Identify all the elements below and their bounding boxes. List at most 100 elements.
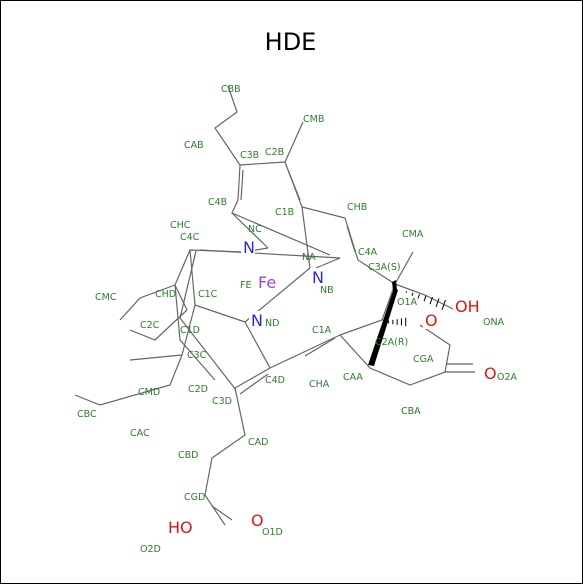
bond-path-9: [174, 284, 188, 311]
atom-label-c2b: C2B: [265, 147, 284, 158]
atom-bg-O2A: [482, 364, 496, 382]
bond-path-4: [394, 251, 414, 285]
bond-path-21: [174, 284, 216, 381]
bond-path-12: [129, 354, 183, 361]
wedge-bond-c2a-caa: [368, 288, 398, 366]
double-bond-line-6: [211, 505, 233, 521]
atom-label-cgd: CGD: [184, 492, 205, 503]
bond-path-22: [231, 212, 331, 256]
atom-label-c2c: C2C: [140, 320, 160, 331]
atom-label-o1d: O1D: [262, 527, 283, 538]
atom-label-nc: NC: [248, 224, 262, 235]
atom-bg-O1A: [453, 297, 478, 315]
bond-path-15: [204, 367, 271, 526]
hashed-bond-o1a-hash-3: [417, 294, 420, 299]
atom-O1D: O: [251, 511, 264, 530]
atom-bg-OL: [423, 311, 437, 329]
atom-bg-ND: [249, 311, 263, 329]
atom-bg-O2D: [166, 518, 191, 536]
atom-Fe: Fe: [258, 273, 276, 292]
atom-label-c3as: C3A(S): [368, 262, 401, 273]
bond-path-16: [339, 283, 396, 336]
bond-path-10: [189, 249, 196, 306]
atom-NA: N: [312, 268, 324, 287]
atom-label-cma: CMA: [402, 229, 424, 240]
atom-label-cba: CBA: [401, 406, 421, 417]
atom-label-c1d: C1D: [180, 325, 200, 336]
bond-path-17: [339, 324, 451, 386]
double-bond-line-3: [239, 373, 269, 395]
atom-label-c2d: C2D: [188, 384, 208, 395]
atom-OL: O: [425, 311, 438, 330]
atom-label-c4a: C4A: [358, 247, 378, 258]
atom-label-caa: CAA: [343, 372, 363, 383]
bond-path-8: [119, 284, 176, 321]
atom-label-c3b: C3B: [240, 150, 259, 161]
double-bond-line-2: [346, 225, 356, 253]
atom-ND: N: [251, 311, 263, 330]
atom-bg-NC: [241, 238, 255, 256]
hashed-bond-o1a-hash-4: [423, 295, 427, 302]
atom-label-c1b: C1B: [275, 207, 294, 218]
double-bond-line-1: [287, 169, 301, 201]
hashed-bond-c2a: [383, 317, 407, 327]
atom-label-o2a: O2A: [497, 372, 518, 383]
wedge-bonds: [368, 280, 446, 366]
atom-O2A: O: [484, 364, 497, 383]
double-bond-line-4: [304, 337, 336, 357]
bond-path-20: [179, 250, 237, 391]
double-bond-line-0: [240, 169, 244, 201]
bond-path-5: [394, 283, 456, 311]
atom-label-cad: CAD: [248, 437, 268, 448]
atom-label-cab: CAB: [184, 140, 204, 151]
hashed-bond-o1a: [405, 291, 446, 311]
bond-path-13: [194, 304, 246, 323]
bond-path-11: [74, 304, 196, 406]
atom-label-c1c: C1C: [198, 289, 218, 300]
hashed-bond-o1a-hash-2: [411, 292, 414, 296]
atom-O1A: OH: [455, 297, 480, 316]
atom-label-c3d: C3D: [212, 396, 232, 407]
bond-path-19: [199, 249, 341, 269]
atom-label-c3c: C3C: [187, 350, 207, 361]
atom-label-cmc: CMC: [95, 292, 117, 303]
atom-bg-Fe: [256, 273, 281, 291]
atom-label-na: NA: [302, 252, 316, 263]
atom-label-o2d: O2D: [140, 544, 161, 555]
atom-label-c4c: C4C: [180, 232, 200, 243]
atom-label-nb: NB: [320, 285, 334, 296]
bond-path-24: [129, 309, 188, 341]
atom-bg-O1D: [249, 511, 263, 529]
atom-label-cbc: CBC: [77, 409, 97, 420]
atom-label-cbd: CBD: [178, 450, 198, 461]
atom-label-chc: CHC: [170, 220, 191, 231]
bond-path-3: [301, 206, 311, 269]
atom-label-c4d: C4D: [265, 375, 285, 386]
bond-path-7: [174, 249, 244, 286]
atom-label-c1a: C1A: [312, 325, 332, 336]
atom-label-chd: CHD: [155, 289, 176, 300]
atom-label-chb: CHB: [347, 202, 367, 213]
atom-label-o1a: O1A: [397, 297, 418, 308]
atom-label-cmb: CMB: [303, 114, 324, 125]
hashed-bond-o1a-hash-5: [429, 296, 433, 305]
atom-label-nd: ND: [265, 318, 279, 329]
wedge-bond-c3a: [392, 280, 397, 290]
hashed-bond-o1a-hash-7: [441, 299, 446, 311]
atom-label-cmd: CMD: [138, 387, 160, 398]
hashed-bond-o1a-hash-6: [435, 298, 440, 308]
molecule-title: HDE: [264, 28, 317, 56]
atom-label-cga: CGA: [413, 354, 434, 365]
atom-label-cac: CAC: [130, 428, 150, 439]
atom-NC: N: [243, 238, 255, 257]
atom-O2D: HO: [168, 518, 193, 537]
atom-label-c4b: C4B: [208, 197, 227, 208]
atom-label-cbb: CBB: [221, 84, 241, 95]
atom-bg-NA: [310, 268, 324, 286]
atom-label-fe: FE: [240, 280, 251, 291]
atom-label-c2ar: C2A(R): [375, 337, 408, 348]
